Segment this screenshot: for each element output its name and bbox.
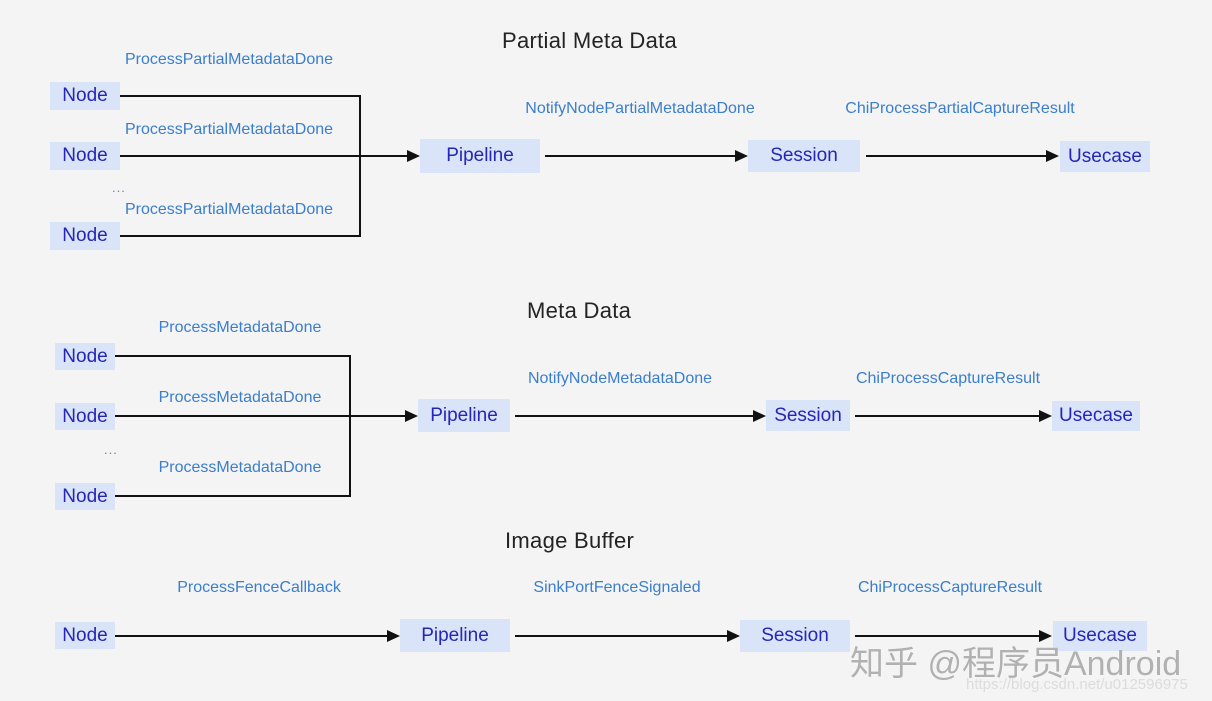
arrowhead-icon <box>405 410 418 422</box>
connector-line <box>855 635 1039 637</box>
arrowhead-icon <box>735 150 748 162</box>
event-label-node-to-pipeline: ProcessPartialMetadataDone <box>124 51 334 68</box>
watermark-brand: 知乎 @程序员Android <box>850 645 1182 683</box>
arrowhead-icon <box>1046 150 1059 162</box>
usecase-box: Usecase <box>1052 401 1140 431</box>
session-box: Session <box>748 140 860 172</box>
event-label-pipeline-to-session: SinkPortFenceSignaled <box>533 579 701 596</box>
connector-line <box>115 355 350 357</box>
arrowhead-icon <box>727 630 740 642</box>
event-label-node-to-pipeline: ProcessPartialMetadataDone <box>124 201 334 218</box>
ellipsis-more-nodes: ... <box>112 180 126 195</box>
connector-line <box>866 155 1046 157</box>
event-label-node-to-pipeline: ProcessFenceCallback <box>177 579 341 596</box>
arrowhead-icon <box>1039 630 1052 642</box>
node-box: Node <box>50 142 120 170</box>
pipeline-box: Pipeline <box>418 399 510 432</box>
connector-line <box>115 415 406 417</box>
event-label-session-to-usecase: ChiProcessCaptureResult <box>855 370 1041 387</box>
event-label-node-to-pipeline: ProcessMetadataDone <box>158 459 322 476</box>
section-title: Meta Data <box>527 298 632 323</box>
event-label-session-to-usecase: ChiProcessCaptureResult <box>857 579 1043 596</box>
session-box: Session <box>740 620 850 652</box>
pipeline-box: Pipeline <box>400 619 510 652</box>
connector-line <box>120 155 408 157</box>
node-box: Node <box>55 403 115 430</box>
arrowhead-icon <box>407 150 420 162</box>
connector-line <box>855 415 1039 417</box>
ellipsis-more-nodes: ... <box>104 442 118 457</box>
node-box: Node <box>55 343 115 370</box>
event-label-node-to-pipeline: ProcessPartialMetadataDone <box>124 121 334 138</box>
node-box: Node <box>55 483 115 510</box>
connector-line <box>545 155 735 157</box>
usecase-box: Usecase <box>1060 141 1150 172</box>
connector-line <box>120 235 360 237</box>
event-label-node-to-pipeline: ProcessMetadataDone <box>158 389 322 406</box>
section-title: Partial Meta Data <box>502 28 678 53</box>
node-box: Node <box>50 82 120 110</box>
connector-line <box>359 95 361 237</box>
arrowhead-icon <box>753 410 766 422</box>
node-box: Node <box>50 222 120 250</box>
node-box: Node <box>55 622 115 649</box>
connector-line <box>115 635 387 637</box>
connector-line <box>515 635 727 637</box>
section-title: Image Buffer <box>505 528 635 553</box>
session-box: Session <box>766 400 850 431</box>
event-label-node-to-pipeline: ProcessMetadataDone <box>158 319 322 336</box>
connector-line <box>515 415 753 417</box>
arrowhead-icon <box>1039 410 1052 422</box>
event-label-pipeline-to-session: NotifyNodeMetadataDone <box>527 370 713 387</box>
connector-line <box>349 355 351 497</box>
pipeline-box: Pipeline <box>420 139 540 173</box>
arrowhead-icon <box>387 630 400 642</box>
watermark-url: https://blog.csdn.net/u012596975 <box>966 676 1188 693</box>
connector-line <box>115 495 350 497</box>
event-label-session-to-usecase: ChiProcessPartialCaptureResult <box>845 100 1075 117</box>
event-label-pipeline-to-session: NotifyNodePartialMetadataDone <box>525 100 755 117</box>
usecase-box: Usecase <box>1053 621 1147 651</box>
connector-line <box>120 95 360 97</box>
